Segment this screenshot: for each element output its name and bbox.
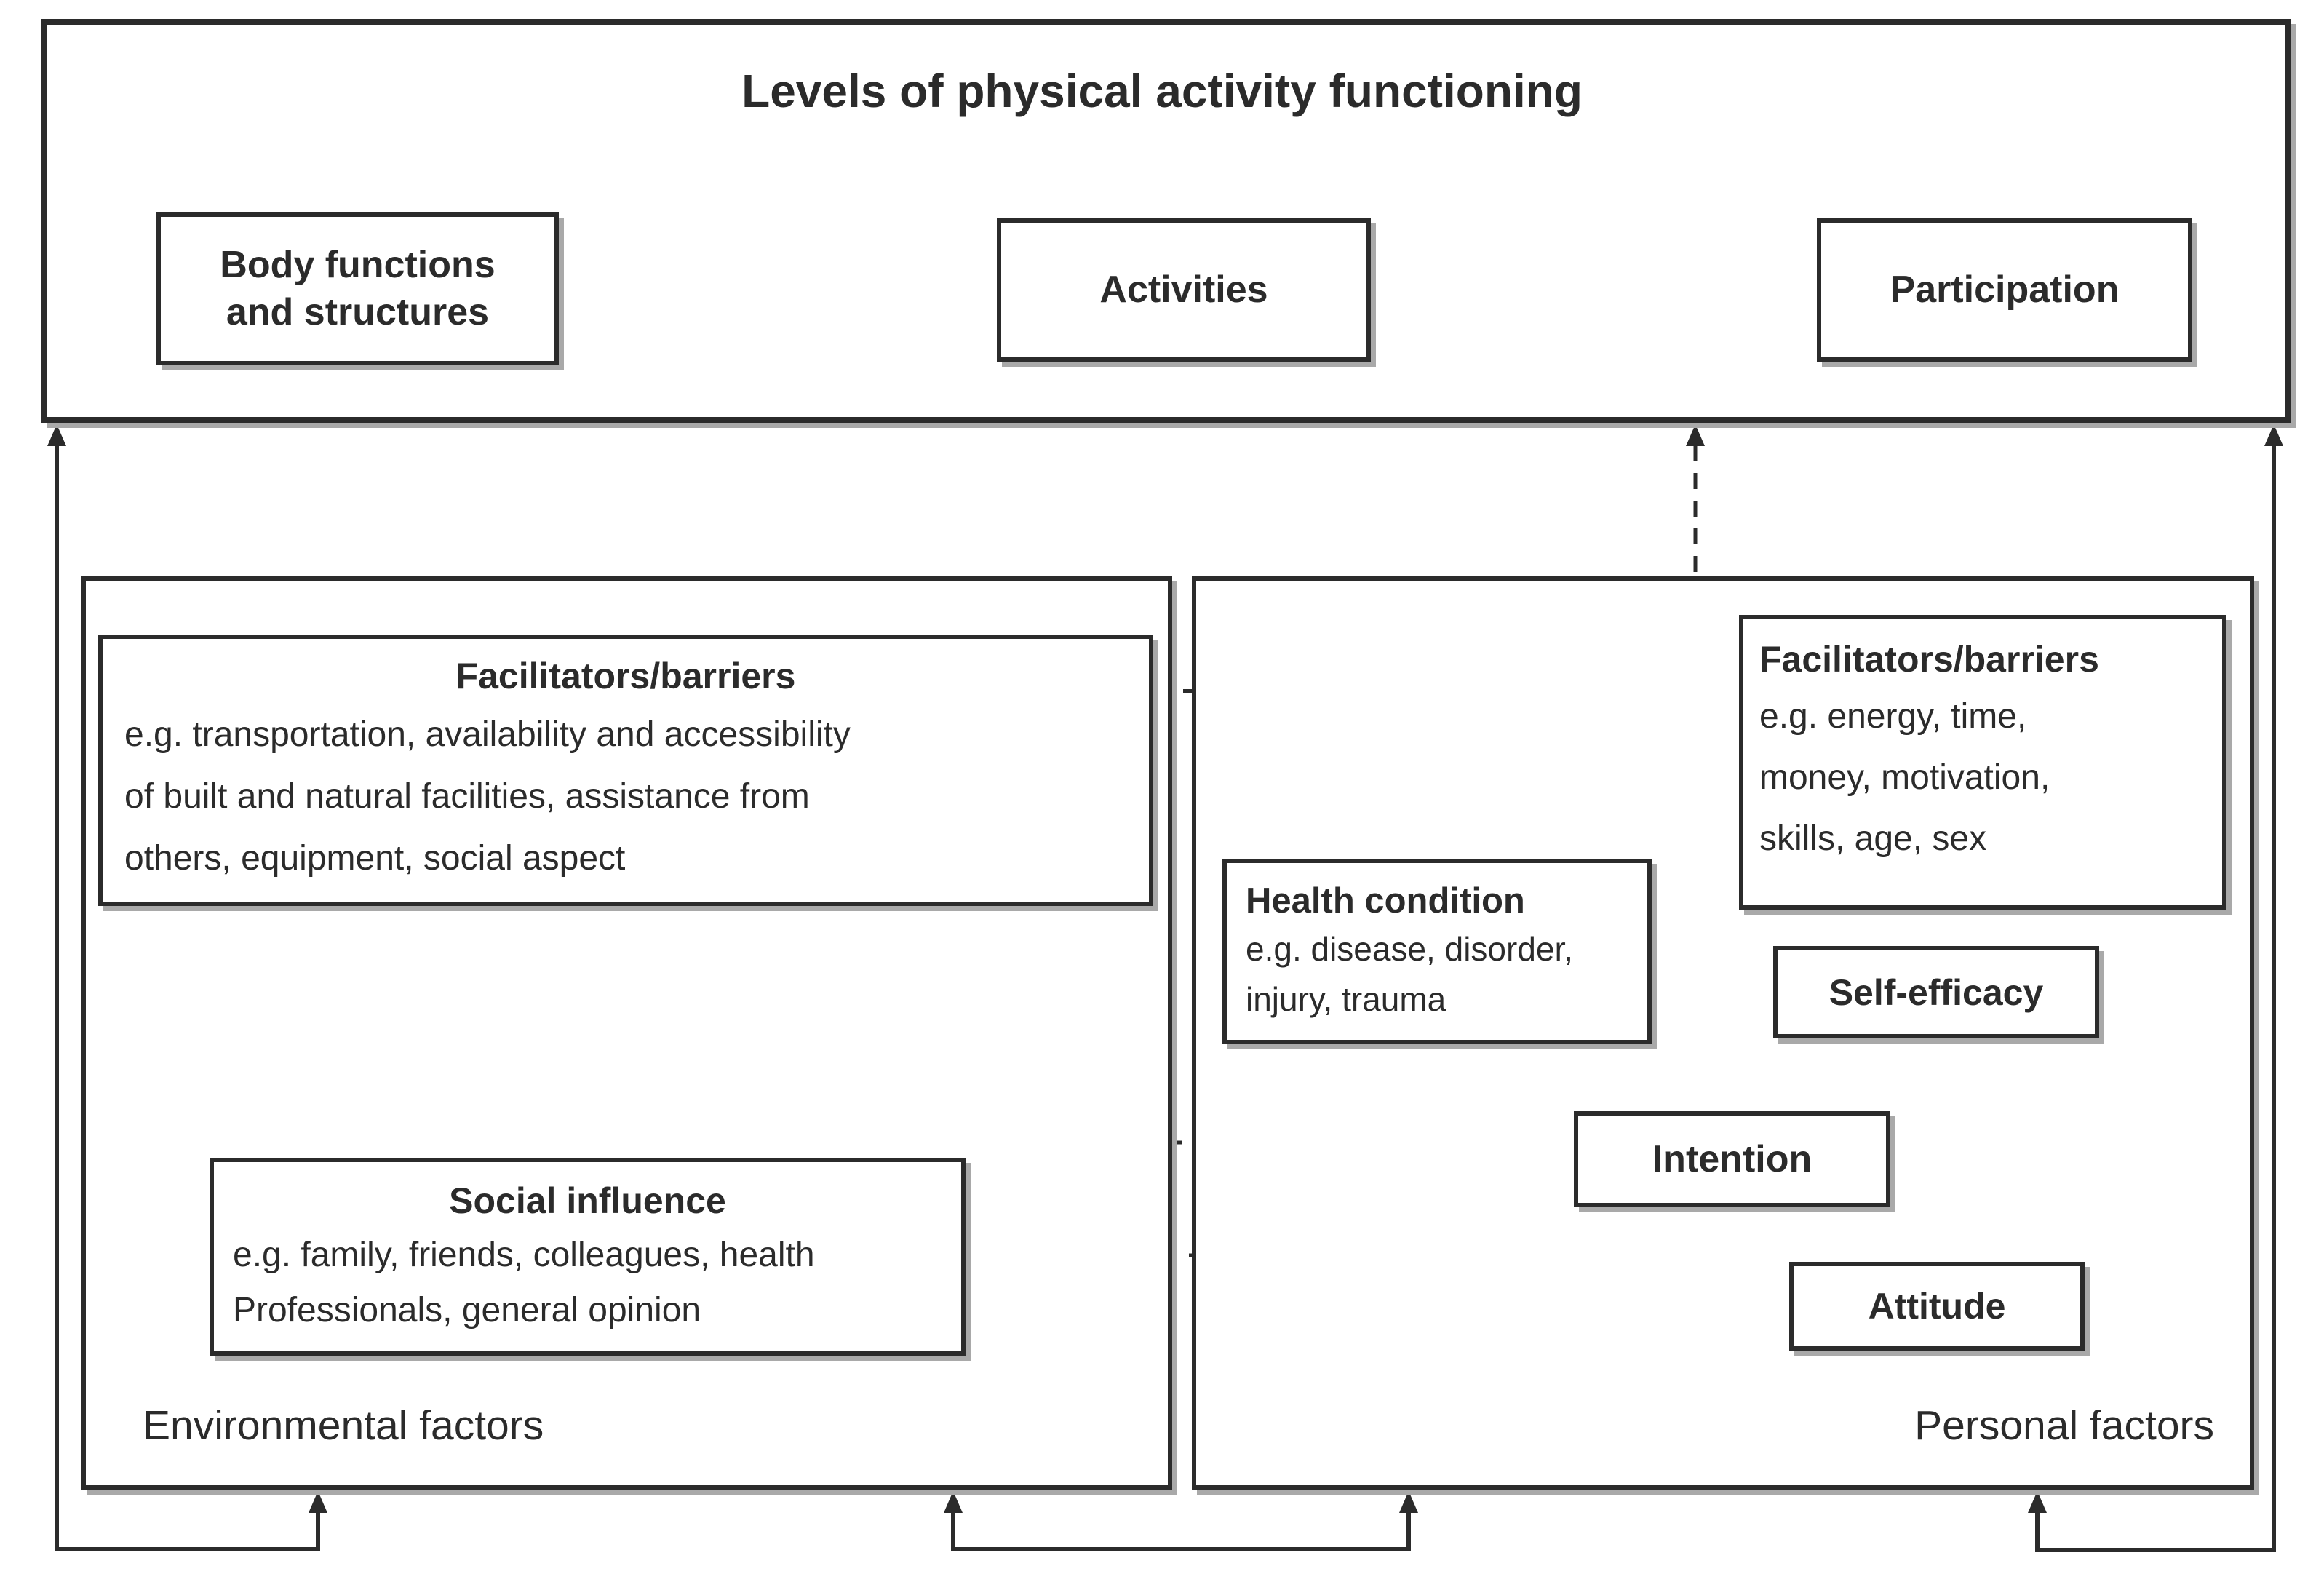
arrowhead-up-env-bottom-right bbox=[944, 1491, 963, 1513]
arrowhead-up-env-bottom-left bbox=[309, 1491, 327, 1513]
page-title: Levels of physical activity functioning bbox=[741, 65, 1583, 117]
env-facilitators-text-line1: e.g. transportation, availability and ac… bbox=[124, 715, 851, 754]
personal-facilitators-text-line2: money, motivation, bbox=[1759, 758, 2050, 797]
arrowhead-up-personal-bottom-left bbox=[1399, 1491, 1418, 1513]
activities-label: Activities bbox=[1099, 269, 1268, 311]
health-condition-title: Health condition bbox=[1246, 881, 1525, 921]
environmental-factors-caption: Environmental factors bbox=[143, 1402, 544, 1449]
social-influence-text-line1: e.g. family, friends, colleagues, health bbox=[233, 1236, 815, 1274]
participation-label: Participation bbox=[1890, 269, 2120, 311]
attitude-label: Attitude bbox=[1868, 1286, 2006, 1327]
env-facilitators-barriers-box: Facilitators/barriers e.g. transportatio… bbox=[98, 635, 1153, 906]
personal-facilitators-title: Facilitators/barriers bbox=[1759, 639, 2099, 680]
right-outer-connector bbox=[2035, 437, 2276, 1552]
arrowhead-up-personal-bottom-right bbox=[2028, 1491, 2047, 1513]
self-efficacy-label: Self-efficacy bbox=[1828, 971, 2044, 1013]
social-influence-box: Social influence e.g. family, friends, c… bbox=[210, 1158, 966, 1356]
body-functions-box: Body functions and structures bbox=[156, 212, 559, 365]
intention-label: Intention bbox=[1652, 1137, 1812, 1180]
attitude-box: Attitude bbox=[1789, 1262, 2085, 1351]
body-functions-label-line2: and structures bbox=[226, 291, 490, 333]
health-condition-text-line2: injury, trauma bbox=[1246, 980, 1446, 1018]
self-efficacy-box: Self-efficacy bbox=[1773, 946, 2099, 1038]
bottom-middle-connector bbox=[951, 1506, 1411, 1551]
body-functions-label-line1: Body functions bbox=[220, 244, 496, 286]
arrowhead-up-top-left bbox=[47, 424, 66, 446]
personal-facilitators-barriers-box: Facilitators/barriers e.g. energy, time,… bbox=[1739, 615, 2226, 910]
participation-box: Participation bbox=[1817, 218, 2192, 362]
social-influence-text-line2: Professionals, general opinion bbox=[233, 1290, 701, 1329]
env-facilitators-text-line3: others, equipment, social aspect bbox=[124, 838, 626, 878]
left-outer-connector bbox=[55, 437, 320, 1551]
env-facilitators-text-line2: of built and natural facilities, assista… bbox=[124, 776, 810, 816]
health-condition-box: Health condition e.g. disease, disorder,… bbox=[1222, 859, 1652, 1044]
env-facilitators-title: Facilitators/barriers bbox=[455, 656, 796, 696]
personal-facilitators-text-line1: e.g. energy, time, bbox=[1759, 697, 2027, 736]
personal-facilitators-text-line3: skills, age, sex bbox=[1759, 819, 1987, 858]
activities-box: Activities bbox=[997, 218, 1371, 362]
intention-box: Intention bbox=[1574, 1111, 1890, 1207]
personal-factors-caption: Personal factors bbox=[1914, 1402, 2214, 1449]
arrowhead-up-top-right bbox=[2264, 424, 2283, 446]
health-condition-text-line1: e.g. disease, disorder, bbox=[1246, 930, 1574, 968]
arrowhead-up-spine bbox=[1686, 424, 1705, 446]
social-influence-title: Social influence bbox=[449, 1180, 726, 1221]
